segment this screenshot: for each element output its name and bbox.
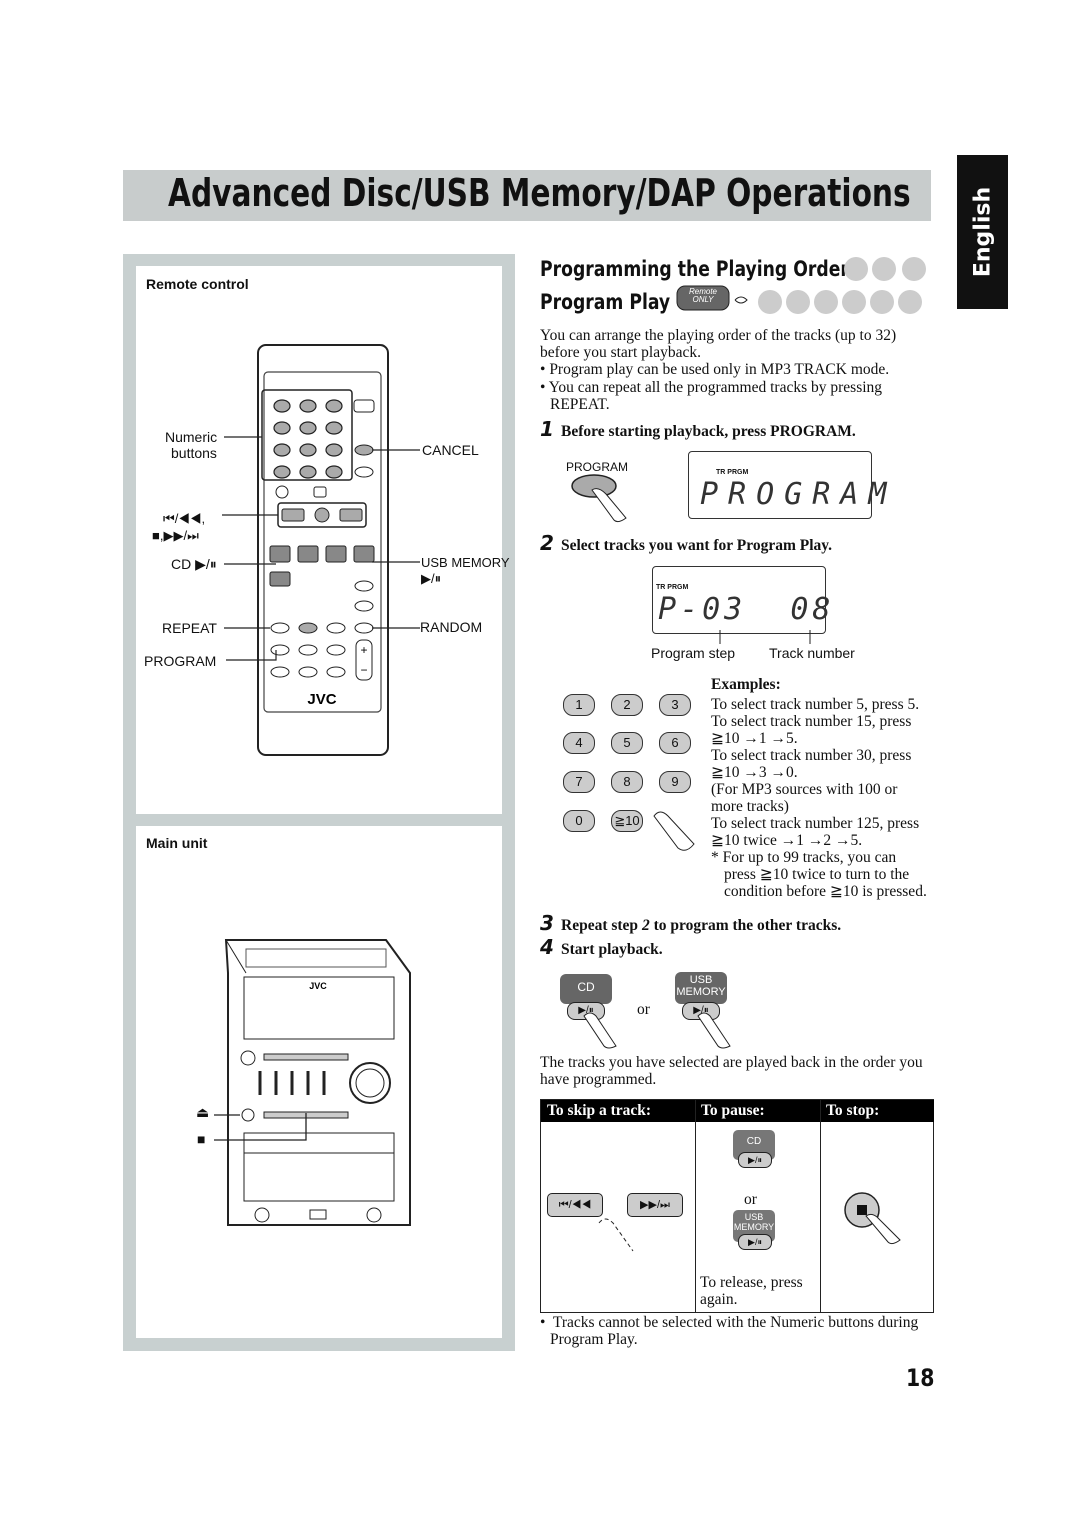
remote-control-illustration: + − JVC	[222, 344, 420, 756]
keypad-0: 0	[563, 810, 595, 832]
svg-text:+: +	[360, 643, 367, 657]
usb-memory-label: USB MEMORY	[421, 555, 510, 570]
remote-brand-logo: JVC	[307, 691, 336, 708]
stop-icon: ■	[197, 1131, 206, 1147]
or-text: or	[637, 1001, 650, 1018]
examples-list: To select track number 5, press 5. To se…	[711, 696, 927, 900]
col-pause-header: To pause:	[695, 1100, 820, 1122]
keypad-plus10: ≧10	[611, 810, 643, 832]
lcd-step	[652, 566, 826, 634]
repeat-label: REPEAT	[162, 620, 217, 636]
finger-pointer-icon	[653, 811, 695, 851]
title-bar	[123, 170, 931, 221]
page-number: 18	[906, 1364, 935, 1392]
step-1-text: Before starting playback, press PROGRAM.	[561, 423, 856, 440]
page-title: Advanced Disc/USB Memory/DAP Operations	[168, 171, 911, 215]
cd-play-label: CD ▶/⏸	[171, 556, 217, 572]
step-3-number: 3	[540, 911, 554, 935]
keypad-7: 7	[563, 771, 595, 793]
usb-key	[675, 972, 727, 1004]
usb-play-label: ▶/⏸	[421, 571, 442, 586]
pause-cd-key-label: CD	[746, 1136, 762, 1147]
pause-usb-play-pause: ▶/⏸	[738, 1234, 772, 1250]
cancel-label: CANCEL	[422, 442, 479, 458]
remote-panel-title: Remote control	[146, 276, 249, 292]
heading-dots	[844, 257, 926, 281]
bullet-1: • Program play can be used only in MP3 T…	[540, 361, 890, 378]
program-step-caption: Program step	[651, 645, 736, 661]
skip-back-label: ⏮/◀◀,	[163, 511, 206, 526]
release-text: To release, press again.	[700, 1274, 803, 1308]
keypad-8: 8	[611, 771, 643, 793]
step-4-number: 4	[540, 935, 554, 959]
col-divider-1	[695, 1100, 696, 1312]
language-tab	[957, 155, 1008, 309]
lcd-step-indicator: TR PRGM	[656, 584, 689, 591]
program-button-label: PROGRAM	[566, 460, 629, 474]
lcd-step-text: P-03 08	[658, 592, 835, 627]
numeric-label: Numeric	[165, 429, 218, 445]
section-heading-line1: Programming the Playing Order—	[540, 257, 867, 281]
unit-brand-logo: JVC	[309, 981, 327, 991]
control-table: To skip a track: To pause: To stop:	[540, 1099, 934, 1313]
press-fingers	[583, 1012, 731, 1049]
skip-finger-icon	[598, 1218, 634, 1252]
played-back-text: The tracks you have selected are played …	[540, 1054, 923, 1088]
cd-key	[560, 974, 612, 1004]
step-2-number: 2	[540, 531, 554, 555]
lcd-program-text: PROGRAM	[700, 477, 897, 512]
buttons-label: buttons	[171, 445, 217, 461]
eject-icon: ⏏	[196, 1104, 210, 1120]
keypad-9: 9	[659, 771, 691, 793]
usb-play-pause-key: ▶/⏸	[682, 1002, 720, 1020]
col-skip-header: To skip a track:	[541, 1100, 695, 1122]
pause-or-text: or	[744, 1191, 757, 1208]
footnote: • Tracks cannot be selected with the Num…	[540, 1314, 919, 1348]
keypad-4: 4	[563, 732, 595, 754]
language-label: English	[970, 186, 995, 278]
pause-cd-play-pause: ▶/⏸	[738, 1152, 772, 1168]
lcd-callout-lines	[719, 630, 811, 644]
track-number-caption: Track number	[769, 645, 855, 661]
examples-title: Examples:	[711, 676, 781, 693]
intro-text: You can arrange the playing order of the…	[540, 327, 897, 361]
bullet-2: • You can repeat all the programmed trac…	[540, 379, 883, 413]
stop-forward-label: ■,▶▶/⏭	[152, 528, 199, 543]
program-button-press	[571, 474, 627, 523]
stop-button-press	[844, 1192, 901, 1245]
keypad-5: 5	[611, 732, 643, 754]
svg-text:−: −	[360, 663, 367, 677]
keypad-2: 2	[611, 694, 643, 716]
step-2-text: Select tracks you want for Program Play.	[561, 537, 833, 554]
main-unit-title: Main unit	[146, 835, 208, 851]
keypad-1: 1	[563, 694, 595, 716]
remote-only-badge-graphic	[676, 285, 922, 314]
skip-forward-key: ▶▶/⏭	[627, 1193, 683, 1217]
col-divider-2	[820, 1100, 821, 1312]
section-heading-line2: Program Play	[540, 290, 671, 314]
step-1-number: 1	[540, 417, 554, 441]
step-4-text: Start playback.	[561, 941, 663, 958]
main-unit-illustration: JVC	[214, 939, 411, 1226]
lcd-program-indicator: TR PRGM	[716, 469, 749, 476]
program-label: PROGRAM	[144, 653, 217, 669]
random-label: RANDOM	[420, 619, 483, 635]
cd-key-label: CD	[577, 980, 595, 994]
col-stop-header: To stop:	[820, 1100, 934, 1122]
keypad-6: 6	[659, 732, 691, 754]
keypad-3: 3	[659, 694, 691, 716]
lcd-program	[688, 451, 872, 519]
step-3-text: Repeat step 2 to program the other track…	[561, 917, 842, 934]
skip-back-key: ⏮/◀◀	[547, 1193, 603, 1217]
